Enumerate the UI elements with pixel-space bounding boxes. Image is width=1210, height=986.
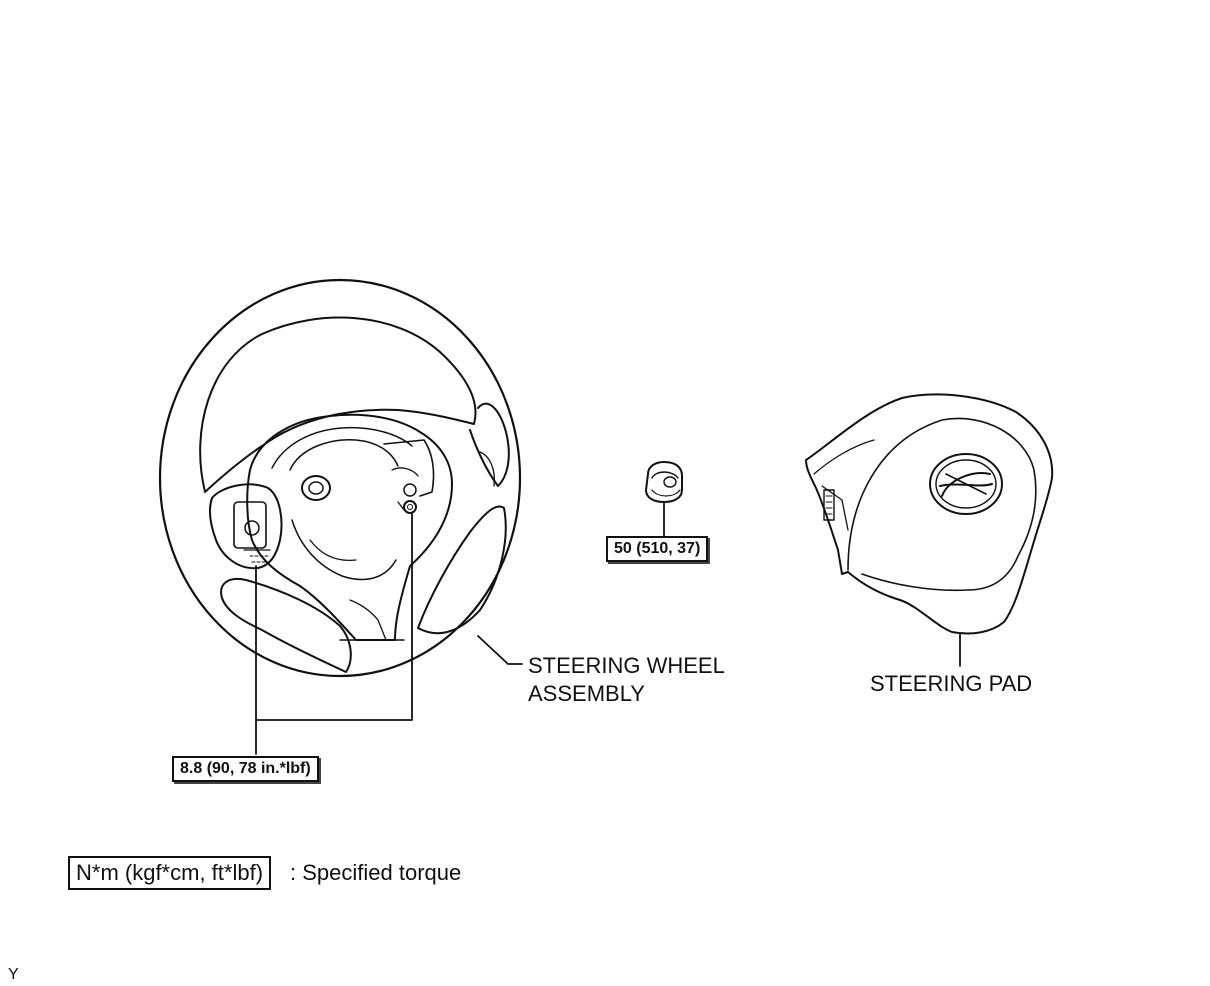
wheel-outer-rim	[158, 278, 522, 678]
hub-boss	[301, 475, 331, 501]
nut-torque-spec: 50 (510, 37)	[606, 536, 709, 562]
screw-torque-spec: 8.8 (90, 78 in.*lbf)	[172, 756, 319, 782]
wheel-leader-line	[477, 635, 523, 665]
steering-pad-drawing	[805, 393, 1054, 635]
legend-description: : Specified torque	[290, 860, 462, 885]
wheel-left-opening	[220, 578, 352, 673]
hub-bolt-icon	[403, 500, 417, 514]
wheel-right-opening	[417, 505, 507, 635]
steering-wheel-drawing	[158, 278, 522, 678]
wheel-hub	[246, 413, 453, 641]
legend-torque-box: N*m (kgf*cm, ft*lbf)	[68, 856, 272, 890]
pad-outline	[805, 393, 1054, 635]
wheel-rim-shading	[469, 402, 510, 487]
left-switch-module	[208, 483, 283, 570]
wheel-upper-opening	[199, 316, 477, 493]
figure-code: Y	[8, 966, 19, 983]
nut-drawing	[645, 461, 683, 503]
steering-wheel-label-line2: ASSEMBLY	[528, 681, 645, 706]
steering-wheel-label-line1: STEERING WHEEL	[528, 653, 725, 678]
steering-pad-label: STEERING PAD	[870, 671, 1033, 696]
screw-callout-bracket	[255, 513, 413, 755]
pad-emblem-icon	[929, 453, 1003, 515]
